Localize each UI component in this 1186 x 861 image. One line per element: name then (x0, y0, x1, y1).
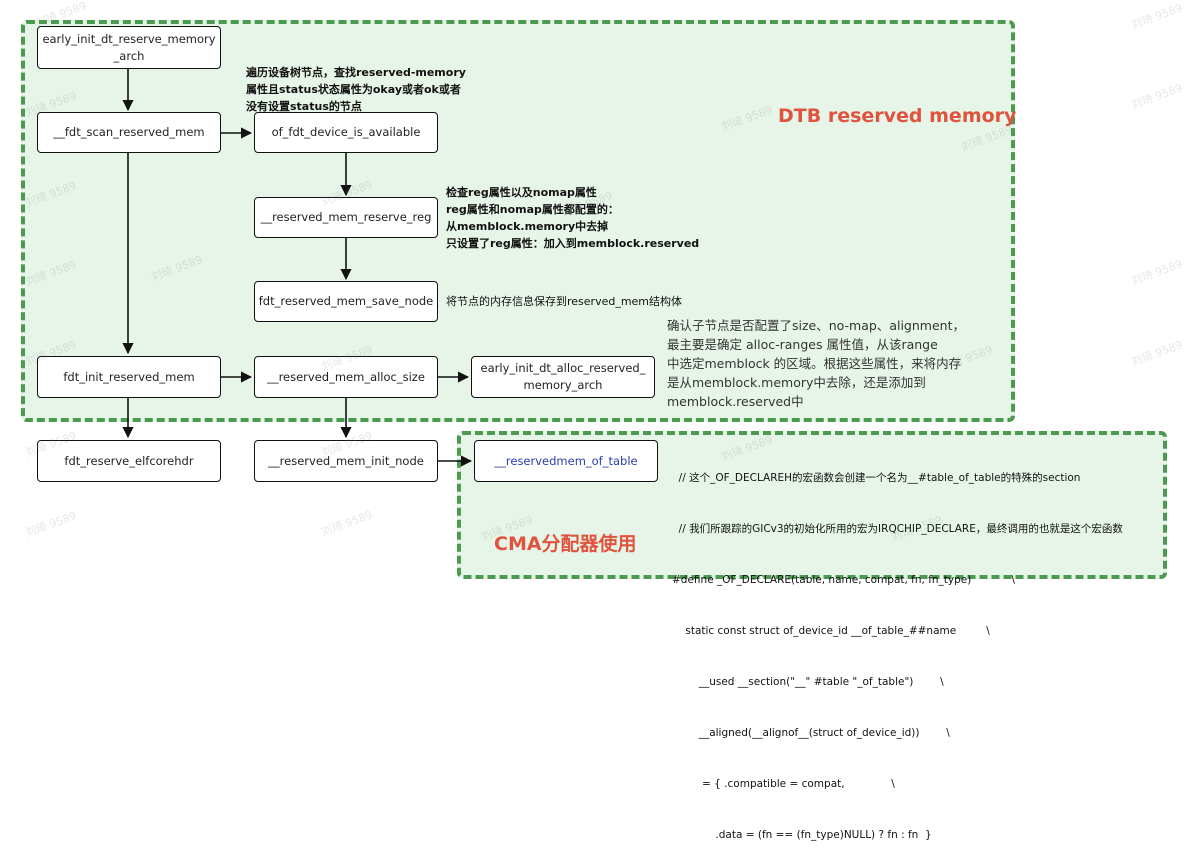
note-line: 只设置了reg属性：加入到memblock.reserved (446, 237, 700, 250)
code-line: // 我们所跟踪的GICv3的初始化所用的宏为IRQCHIP_DECLARE，最… (672, 523, 1123, 535)
code-line: // 这个_OF_DECLAREH的宏函数会创建一个名为__#table_of_… (672, 472, 1081, 484)
note-of-declare-macro-code: // 这个_OF_DECLAREH的宏函数会创建一个名为__#table_of_… (672, 436, 1123, 861)
connector-arrows (122, 69, 473, 467)
code-line: = { .compatible = compat, \ (672, 778, 895, 790)
node-of-fdt-device-is-available: of_fdt_device_is_available (254, 112, 438, 153)
node-fdt-reserved-mem-save-node: fdt_reserved_mem_save_node (254, 281, 438, 322)
node-fdt-scan-reserved-mem: __fdt_scan_reserved_mem (37, 112, 221, 153)
code-line: #define _OF_DECLARE(table, name, compat,… (672, 574, 1015, 586)
note-line: 检查reg属性以及nomap属性 (446, 186, 597, 199)
node-reserved-mem-init-node: __reserved_mem_init_node (254, 440, 438, 482)
note-alloc-description: 确认子节点是否配置了size、no-map、alignment， 最主要是确定 … (667, 316, 965, 411)
node-fdt-reserve-elfcorehdr: fdt_reserve_elfcorehdr (37, 440, 221, 482)
note-save-description: 将节点的内存信息保存到reserved_mem结构体 (446, 295, 683, 308)
note-reg-description: 检查reg属性以及nomap属性 reg属性和nomap属性都配置的： 从mem… (446, 184, 699, 252)
node-fdt-init-reserved-mem: fdt_init_reserved_mem (37, 356, 221, 398)
note-line: 从memblock.memory中去掉 (446, 220, 609, 233)
node-reserved-mem-reserve-reg: __reserved_mem_reserve_reg (254, 197, 438, 238)
node-reservedmem-of-table: __reservedmem_of_table (474, 440, 658, 482)
note-line: 属性且status状态属性为okay或者ok或者 (246, 83, 461, 96)
node-early-init-dt-alloc-reserved-memory-arch: early_init_dt_alloc_reserved_memory_arch (471, 356, 655, 398)
code-line: __used __section("__" #table "_of_table"… (672, 676, 944, 688)
dtb-region-title: DTB reserved memory (778, 105, 1017, 127)
note-line: 确认子节点是否配置了size、no-map、alignment， (667, 318, 965, 333)
note-line: memblock.reserved中 (667, 394, 804, 409)
node-reserved-mem-alloc-size: __reserved_mem_alloc_size (254, 356, 438, 398)
cma-region-title: CMA分配器使用 (494, 533, 637, 555)
note-line: reg属性和nomap属性都配置的： (446, 203, 619, 216)
node-early-init-dt-reserve-memory-arch: early_init_dt_reserve_memory_arch (37, 26, 221, 69)
note-line: 没有设置status的节点 (246, 100, 362, 113)
code-line: __aligned(__alignof__(struct of_device_i… (672, 727, 950, 739)
dtb-reserved-memory-region (21, 20, 1015, 422)
code-line: .data = (fn == (fn_type)NULL) ? fn : fn … (672, 829, 932, 841)
note-line: 中选定memblock 的区域。根据这些属性，来将内存 (667, 356, 962, 371)
code-line: static const struct of_device_id __of_ta… (672, 625, 990, 637)
note-scan-description: 遍历设备树节点，查找reserved-memory 属性且status状态属性为… (246, 64, 466, 115)
note-line: 最主要是确定 alloc-ranges 属性值，从该range (667, 337, 938, 352)
note-line: 遍历设备树节点，查找reserved-memory (246, 66, 466, 79)
note-line: 是从memblock.memory中去除，还是添加到 (667, 375, 926, 390)
